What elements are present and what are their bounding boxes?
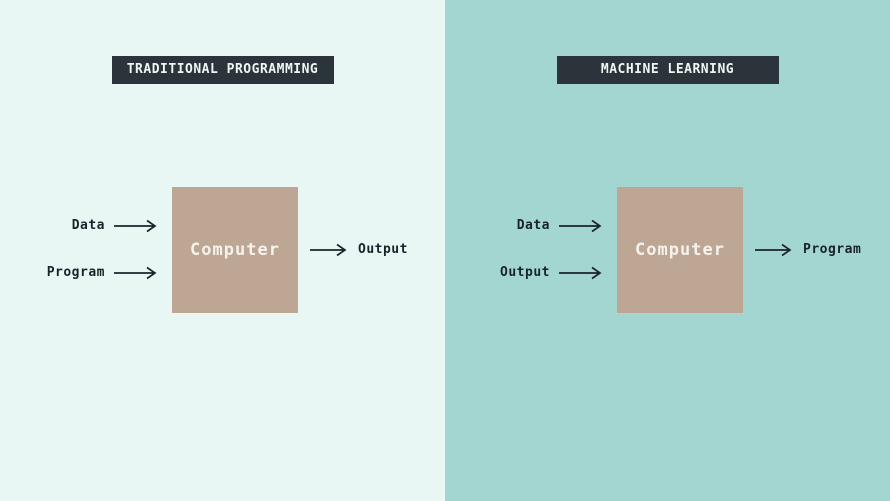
output-row: Output (310, 239, 408, 261)
panel-title-badge: TRADITIONAL PROGRAMMING (111, 56, 334, 84)
computer-box: Computer (172, 187, 298, 313)
arrow-right-icon (559, 219, 602, 233)
input-label: Program (46, 265, 105, 280)
output-label: Output (358, 242, 408, 257)
input-row-data: Data (445, 215, 603, 237)
panel-title: TRADITIONAL PROGRAMMING (126, 62, 319, 77)
output-row: Program (755, 239, 861, 261)
panel-machine-learning: MACHINE LEARNING Data Output Computer Pr… (445, 0, 890, 501)
input-row-program: Program (0, 262, 158, 284)
arrow-right-icon (755, 243, 792, 257)
panel-traditional-programming: TRADITIONAL PROGRAMMING Data Program Com… (0, 0, 445, 501)
computer-box-label: Computer (190, 240, 280, 260)
input-label: Data (71, 218, 105, 233)
output-label: Program (803, 242, 862, 257)
computer-box: Computer (617, 187, 743, 313)
arrow-right-icon (310, 243, 347, 257)
arrow-right-icon (114, 266, 157, 280)
panel-title-badge: MACHINE LEARNING (556, 56, 779, 84)
input-row-data: Data (0, 215, 158, 237)
computer-box-label: Computer (635, 240, 725, 260)
input-row-output: Output (445, 262, 603, 284)
arrow-right-icon (559, 266, 602, 280)
input-label: Output (500, 265, 550, 280)
panel-title: MACHINE LEARNING (600, 62, 735, 77)
input-label: Data (516, 218, 550, 233)
arrow-right-icon (114, 219, 157, 233)
